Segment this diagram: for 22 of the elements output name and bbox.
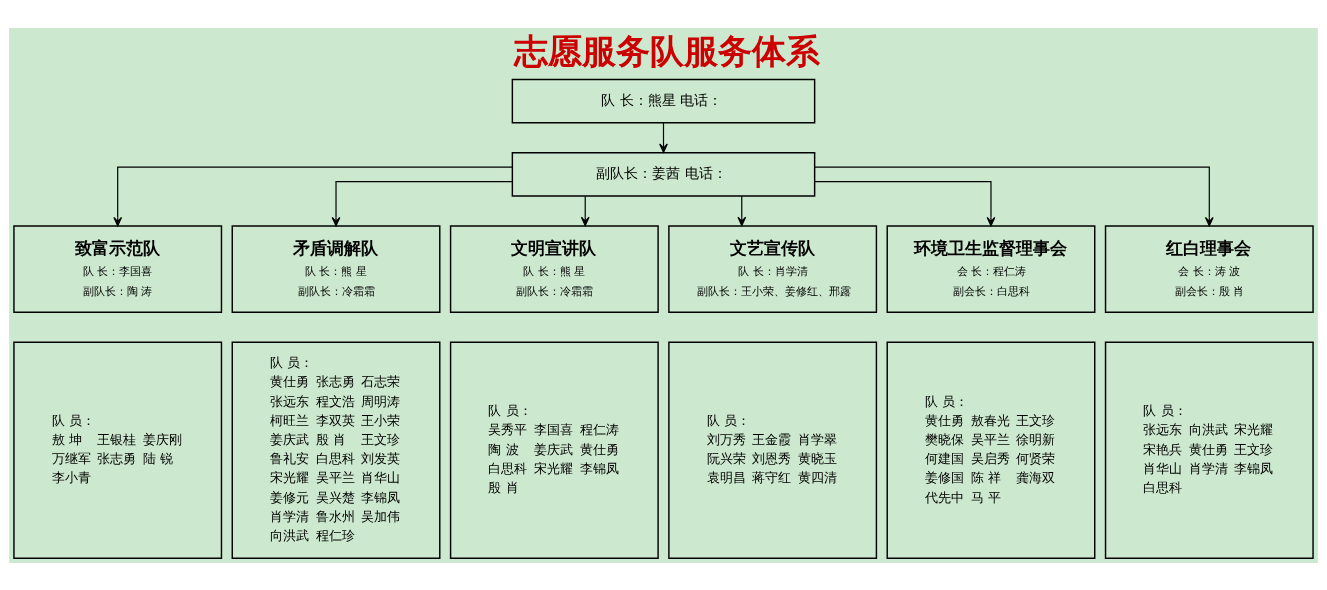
node-box: 文艺宣传队 队 长：肖学清 副队长：王小荣、姜修红、邢露 (668, 224, 878, 313)
node-box: 队 长：熊星 电话： (511, 78, 816, 123)
node-box: 副队长：姜茜 电话： (511, 151, 816, 197)
node-box: 队 员： 张远东 向洪武 宋光耀 宋艳兵 黄仕勇 王文珍 肖华山 肖学清 李锦凤 白思科 (1104, 341, 1314, 559)
arrow (659, 122, 668, 153)
node-box: 队 员： 刘万秀 王金霞 肖学翠 阮兴荣 刘恩秀 黄晓玉 袁明昌 蒋守红 黄四清 (668, 341, 878, 559)
node-box: 队 员： 敖 坤 王银桂 姜庆刚 万继军 张志勇 陆 锐 李小青 (13, 341, 223, 559)
arrow (580, 195, 590, 226)
arrow (737, 195, 747, 226)
arrow (814, 166, 1214, 226)
node-box: 文明宣讲队 队 长：熊 星 副队长：冷霜霜 (449, 224, 659, 313)
node-box: 致富示范队 队 长：李国喜 副队长：陶 涛 (13, 224, 223, 313)
node-box: 矛盾调解队 队 长：熊 星 副队长：冷霜霜 (231, 224, 441, 313)
node-box: 红白理事会 会 长：涛 波 副会长：殷 肖 (1104, 224, 1314, 313)
diagram-title: 志愿服务队服务体系 (513, 31, 820, 71)
arrow (113, 166, 513, 226)
arrow (331, 180, 513, 226)
arrow (814, 180, 996, 226)
node-box: 队 员： 吴秀平 李国喜 程仁涛 陶 波 姜庆武 黄仕勇 白思科 宋光耀 李锦凤 殷 肖 (449, 341, 659, 559)
node-box: 队 员： 黄仕勇 张志勇 石志荣 张远东 程文浩 周明涛 柯旺兰 李双英 王小荣 姜庆武 殷 肖 王文珍 鲁礼安 白思科 刘发英 宋光耀 吴平兰 肖华山 姜修元 吴兴楚 李锦凤 肖学清 鲁水州 吴加伟 向洪武 程仁珍 (231, 341, 441, 559)
node-box: 队 员： 黄仕勇 敖春光 王文珍 樊晓保 吴平兰 徐明新 何建国 吴启秀 何贤荣 姜修国 陈 祥 龚海双 代先中 马 平 (886, 341, 1096, 559)
node-box: 环境卫生监督理事会 会 长：程仁涛 副会长：白思科 (886, 224, 1096, 313)
